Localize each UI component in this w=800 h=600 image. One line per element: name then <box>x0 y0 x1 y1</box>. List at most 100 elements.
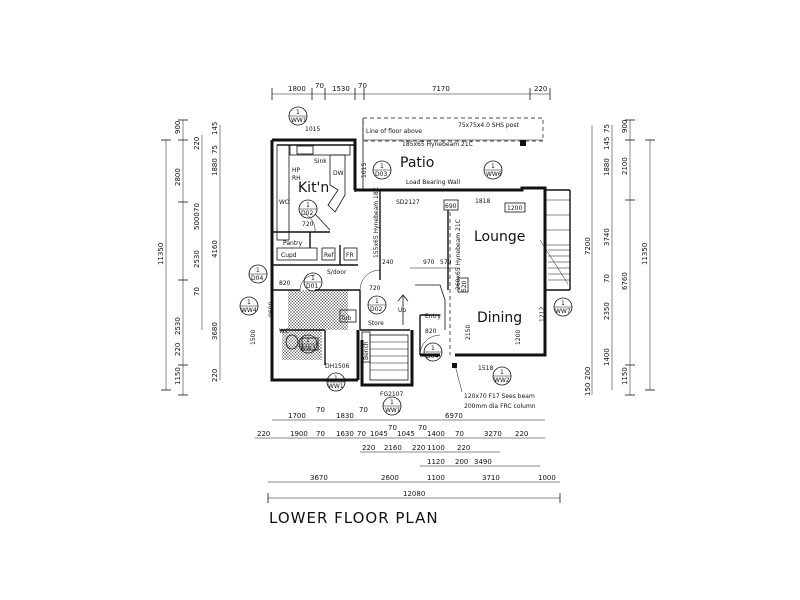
room-label-kitchen: Kit'n <box>298 180 329 196</box>
left-inner-4: 70 <box>193 287 201 296</box>
right-inner-5: 70 <box>603 274 611 283</box>
bottom-r5-4: 3710 <box>482 474 500 482</box>
label-dw: DW <box>333 170 344 177</box>
tag-d01: 1 D01 <box>303 272 323 292</box>
left-dim-4: 4160 <box>211 240 219 258</box>
bottom-r2-5: 70 <box>357 430 366 438</box>
patio-area: Line of floor above 75x75x4.0 SHS post 1… <box>362 117 544 190</box>
left-dim-6: 1150 <box>174 367 182 385</box>
svg-text:1: 1 <box>431 345 435 352</box>
lounge-size-970: 970 <box>423 259 435 266</box>
right-inner-4: 3740 <box>603 228 611 246</box>
frc-column-marker <box>452 363 457 368</box>
svg-text:1: 1 <box>311 275 315 282</box>
label-ref: Ref <box>324 252 335 259</box>
room-label-dining: Dining <box>477 310 522 326</box>
bottom-r2-1: 220 <box>257 430 270 438</box>
label-fr: FR <box>346 252 354 259</box>
svg-text:WW1: WW1 <box>328 383 344 390</box>
bottom-r2-8: 1045 <box>397 430 415 438</box>
bottom-total: 12080 <box>403 490 425 498</box>
note-floor-above: Line of floor above <box>366 128 422 135</box>
label-hp: HP <box>292 167 301 174</box>
bottom-r1-3: 1830 <box>336 412 354 420</box>
central-hall: Bench Up Store 720 240 155x65 Hynebeam 1… <box>359 187 420 381</box>
tag-d03: 1 D03 <box>372 160 392 180</box>
label-tub: Tub <box>340 315 352 322</box>
tag-ww7: 1 WW7 <box>553 297 573 317</box>
top-dim-3: 1530 <box>332 85 350 93</box>
tag-ww1-top: 1 WW1 <box>288 106 308 126</box>
top-dim-2: 70 <box>315 82 324 90</box>
tag-d02-hall: 1 D02 <box>367 295 387 315</box>
dining-window-size: 1212 <box>539 307 546 322</box>
tag-ww2: 1 WW2 <box>492 366 512 386</box>
svg-text:1: 1 <box>491 163 495 170</box>
lounge-size-570: 570 <box>440 259 452 266</box>
bottom-r1-5: 6970 <box>445 412 463 420</box>
right-mid-3: 6760 <box>621 272 629 290</box>
right-mid-1: 900 <box>621 120 629 133</box>
right-inner-3: 1880 <box>603 158 611 176</box>
bottom-r2-7: 70 <box>388 424 397 432</box>
bottom-r2-10: 1400 <box>427 430 445 438</box>
tag-d04-left: 1 D04 <box>248 264 268 284</box>
lounge-size-1200: 1200 <box>507 205 522 212</box>
svg-text:1: 1 <box>306 337 310 344</box>
svg-text:WW7: WW7 <box>555 308 571 315</box>
exterior-stairs <box>539 199 570 285</box>
left-small-2: 1880 <box>211 158 219 176</box>
bottom-r2-11: 70 <box>455 430 464 438</box>
lounge-dining: 260x65 Hynebeam 21C 690 1818 1200 Lounge… <box>250 198 546 410</box>
bottom-r3-2: 2160 <box>384 444 402 452</box>
bottom-r2-2: 1900 <box>290 430 308 438</box>
right-mid-2: 2100 <box>621 157 629 175</box>
top-dimension-line: 1800 70 1530 70 7170 220 <box>271 82 551 100</box>
svg-text:WW1: WW1 <box>385 407 401 414</box>
note-fg: FG2107 <box>380 391 404 398</box>
kitchen: HP RH Sink DW WO Kit'n 720 Pantry Cupd R… <box>272 126 368 266</box>
kitchen-top-size: 1015 <box>305 126 320 133</box>
lounge-size-690: 690 <box>445 203 457 210</box>
left-small-3: 75 <box>211 145 219 154</box>
left-inner-7: 220 <box>211 369 219 382</box>
svg-text:1: 1 <box>306 202 310 209</box>
entry-size-820: 820 <box>425 328 437 335</box>
left-dim-total: 11350 <box>157 243 165 265</box>
label-up: Up <box>398 307 406 314</box>
bottom-dimension-lines: 1700 70 1830 70 6970 220 1900 70 1630 70… <box>255 406 561 503</box>
label-entry: Entry <box>425 313 441 320</box>
label-sdoor: S/door <box>327 269 347 276</box>
right-inner-2: 145 <box>603 137 611 150</box>
svg-text:D04: D04 <box>426 353 438 360</box>
bottom-r3-1: 220 <box>362 444 375 452</box>
hall-door-size: 720 <box>369 285 381 292</box>
svg-text:WW6: WW6 <box>486 171 502 178</box>
left-dim-3: 5000 <box>193 212 201 230</box>
bottom-r1-1: 1700 <box>288 412 306 420</box>
shs-post <box>520 140 526 146</box>
top-dim-1: 1800 <box>288 85 306 93</box>
left-inner-1: 220 <box>193 137 201 150</box>
right-outer-total: 11350 <box>641 243 649 265</box>
bottom-r3-3: 220 <box>412 444 425 452</box>
left-inner-2: 70 <box>193 203 201 212</box>
svg-text:D02: D02 <box>370 306 382 313</box>
left-dimension-lines: 11350 900 2800 5000 4160 3680 1150 220 7… <box>157 119 221 396</box>
laundry-size: 820 <box>279 280 291 287</box>
bottom-r3-4: 1100 <box>427 444 445 452</box>
bottom-r2-9: 70 <box>418 424 427 432</box>
room-label-lounge: Lounge <box>474 229 525 245</box>
note-sees-beam: 120x70 F17 Sees beam <box>464 393 535 400</box>
label-sink: Sink <box>314 158 327 165</box>
tag-d04-entry: 1 D04 <box>423 342 443 362</box>
bottom-r2-12: 3270 <box>484 430 502 438</box>
label-store: Store <box>368 320 384 327</box>
svg-text:1: 1 <box>296 109 300 116</box>
svg-text:1: 1 <box>256 267 260 274</box>
note-dh: DH1506 <box>325 363 350 370</box>
left-dim-2: 2800 <box>174 168 182 186</box>
right-inner-6: 2350 <box>603 302 611 320</box>
kitchen-door-size: 720 <box>302 221 314 228</box>
